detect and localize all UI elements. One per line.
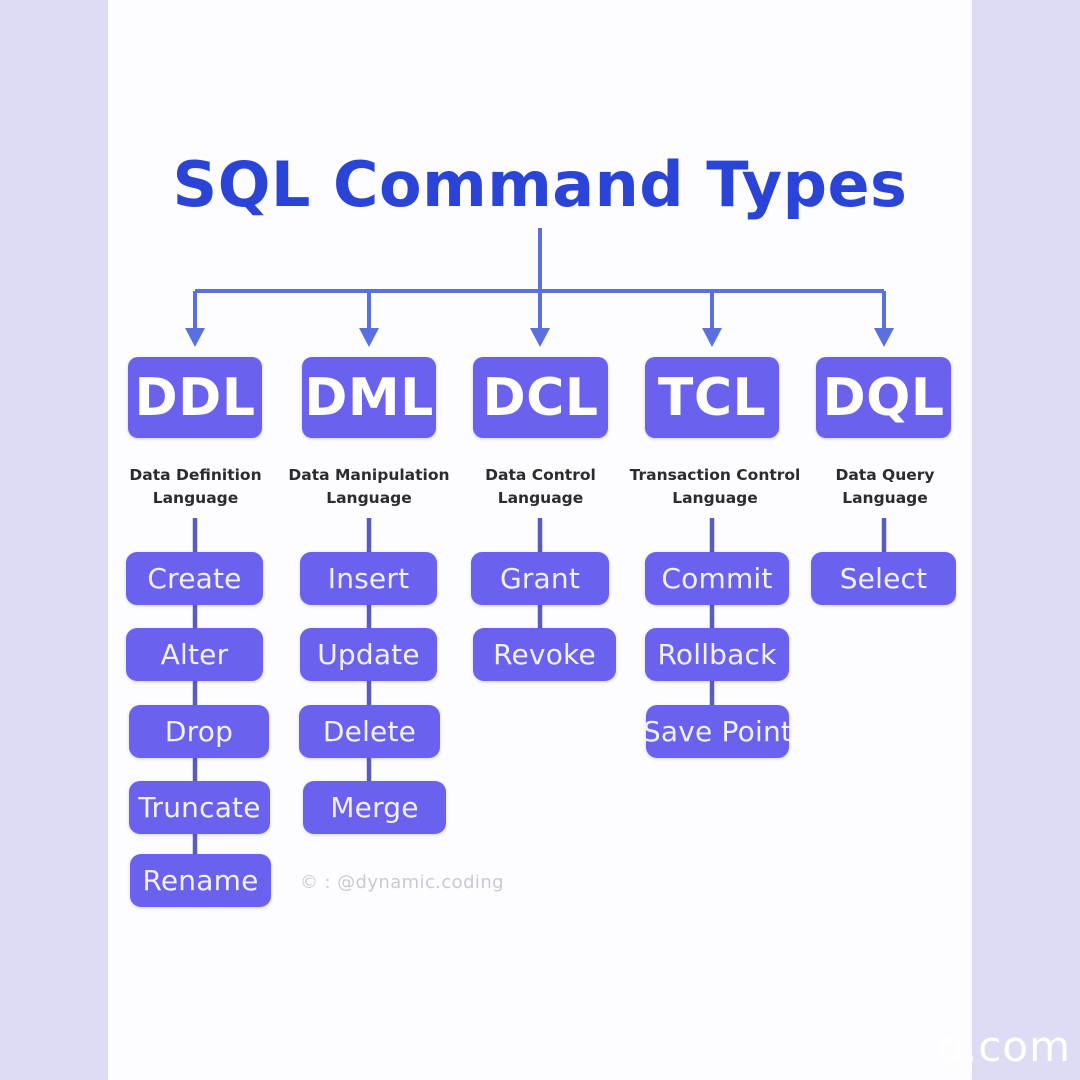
command-box-delete[interactable]: Delete — [299, 705, 440, 758]
caption-line-2: Language — [497, 489, 584, 507]
corner-domain-mark: o.com — [938, 1022, 1072, 1071]
command-box-truncate[interactable]: Truncate — [129, 781, 270, 834]
command-box-update[interactable]: Update — [300, 628, 437, 681]
command-box-select[interactable]: Select — [811, 552, 956, 605]
command-box-save-point[interactable]: Save Point — [643, 705, 792, 758]
caption-line-1: Data Manipulation — [288, 466, 450, 484]
category-caption-dml: Data Manipulation Language — [281, 464, 457, 510]
command-box-revoke[interactable]: Revoke — [473, 628, 616, 681]
caption-line-1: Transaction Control — [629, 466, 801, 484]
category-caption-dcl: Data Control Language — [453, 464, 628, 510]
command-box-merge[interactable]: Merge — [303, 781, 446, 834]
caption-line-2: Language — [842, 489, 928, 507]
category-caption-ddl: Data Definition Language — [108, 464, 283, 510]
command-box-commit[interactable]: Commit — [645, 552, 789, 605]
caption-line-2: Language — [152, 489, 239, 507]
command-box-rename[interactable]: Rename — [130, 854, 271, 907]
category-box-tcl[interactable]: TCL — [645, 357, 779, 438]
watermark-credit: © : @dynamic.coding — [300, 872, 504, 893]
caption-line-1: Data Definition — [129, 466, 262, 484]
category-caption-tcl: Transaction Control Language — [620, 464, 810, 510]
caption-line-2: Language — [672, 489, 758, 507]
category-box-ddl[interactable]: DDL — [128, 357, 262, 438]
page-title: SQL Command Types — [172, 148, 908, 221]
category-box-dcl[interactable]: DCL — [473, 357, 608, 438]
category-box-dml[interactable]: DML — [302, 357, 436, 438]
caption-line-1: Data Query — [835, 466, 935, 484]
command-box-insert[interactable]: Insert — [300, 552, 437, 605]
caption-line-2: Language — [326, 489, 412, 507]
caption-line-1: Data Control — [485, 466, 596, 484]
command-box-drop[interactable]: Drop — [129, 705, 269, 758]
category-caption-dql: Data Query Language — [800, 464, 970, 510]
category-box-dql[interactable]: DQL — [816, 357, 951, 438]
command-box-grant[interactable]: Grant — [471, 552, 609, 605]
command-box-rollback[interactable]: Rollback — [645, 628, 789, 681]
command-box-alter[interactable]: Alter — [126, 628, 263, 681]
command-box-create[interactable]: Create — [126, 552, 263, 605]
